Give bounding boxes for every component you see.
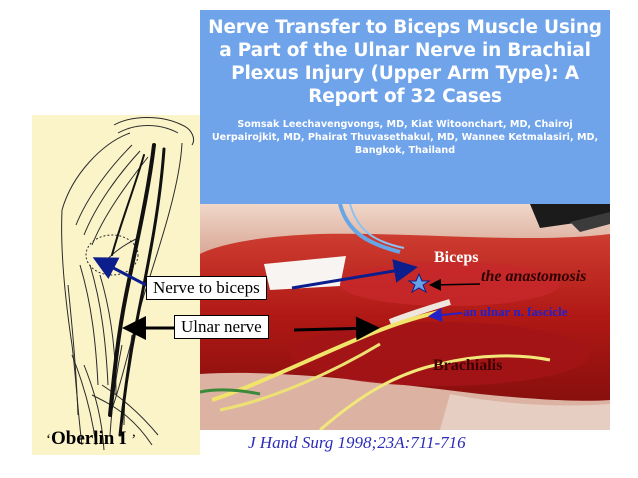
journal-citation: J Hand Surg 1998;23A:711-716 [248,433,466,452]
oberlin-open-quote: ‘ [46,432,51,448]
nerve-to-biceps-label: Nerve to biceps [146,276,267,300]
ulnar-nerve-label: Ulnar nerve [174,315,269,339]
biceps-label: Biceps [434,249,479,266]
brachialis-label: Brachialis [433,357,503,374]
anastomosis-label: the anastomosis [481,268,587,285]
ulnar-fascicle-label: an ulnar n. fascicle [463,304,568,319]
paper-title: Nerve Transfer to Biceps Muscle Using a … [208,17,602,107]
arm-sketch-drawing [61,117,195,451]
oberlin-label: ‘Oberlin I ’ [46,428,136,450]
paper-header: Nerve Transfer to Biceps Muscle Using a … [200,10,610,208]
paper-authors: Somsak Leechavengvongs, MD, Kiat Witoonc… [211,119,599,156]
oberlin-text: Oberlin I [51,428,127,449]
surgery-photo-drawing [200,204,610,430]
oberlin-close-quote: ’ [131,432,137,448]
